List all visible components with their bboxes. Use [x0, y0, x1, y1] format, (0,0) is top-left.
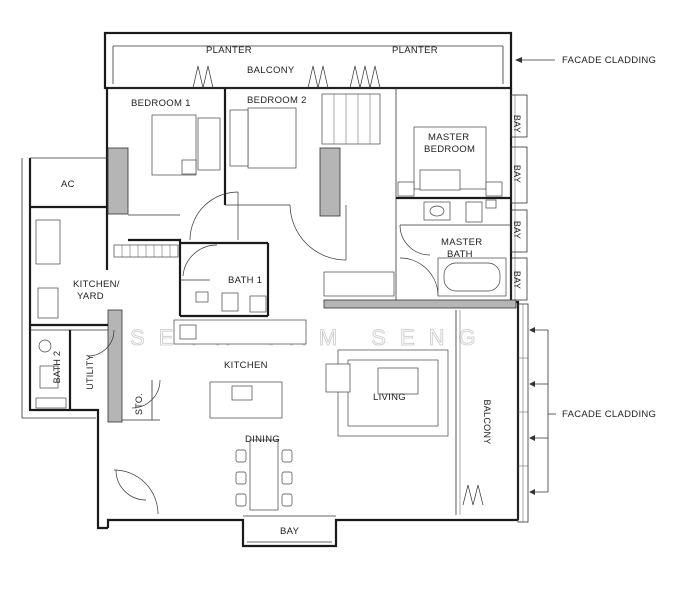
- folding-door: [192, 65, 214, 89]
- bath-2-fixtures: [35, 339, 67, 409]
- label-bath-1: BATH 1: [228, 275, 262, 286]
- bay-windows-right: [510, 94, 528, 301]
- label-facade-cladding-right: FACADE CLADDING: [562, 409, 656, 420]
- kitchen-fixtures: [173, 319, 307, 419]
- label-bay-right-3: BAY: [512, 221, 522, 239]
- label-master-bedroom-1: MASTER: [428, 132, 469, 143]
- label-facade-cladding-top: FACADE CLADDING: [562, 55, 656, 66]
- bedroom-1-furniture: [113, 114, 221, 258]
- label-kitchen-yard-1: KITCHEN/: [73, 279, 120, 290]
- label-bedroom-2: BEDROOM 2: [247, 95, 307, 106]
- structural-column: [319, 147, 341, 217]
- label-bedroom-1: BEDROOM 1: [131, 98, 191, 109]
- label-dining: DINING: [245, 434, 280, 445]
- label-utility: UTILITY: [85, 354, 95, 390]
- label-ac: AC: [61, 179, 75, 190]
- label-balcony-top: BALCONY: [247, 65, 295, 76]
- label-planter-left: PLANTER: [206, 45, 252, 56]
- master-bedroom-furniture: [397, 126, 503, 197]
- planter-area: [103, 31, 513, 90]
- doors: [87, 191, 484, 515]
- facade-cladding-top-leader: [515, 57, 555, 63]
- label-master-bedroom-2: BEDROOM: [424, 144, 475, 155]
- bedroom-2-furniture: [229, 93, 381, 169]
- label-living: LIVING: [373, 392, 406, 403]
- folding-door: [349, 65, 381, 89]
- label-planter-right: PLANTER: [392, 45, 438, 56]
- kitchen-yard-fixtures: [35, 219, 61, 319]
- dining-furniture: [235, 439, 293, 511]
- master-bath-fixtures: [323, 199, 507, 297]
- label-sto: STO.: [134, 393, 144, 415]
- structural-column: [107, 147, 129, 215]
- label-master-bath-1: MASTER: [441, 237, 482, 248]
- facade-cladding-right-leader: [529, 327, 556, 495]
- label-bay-right-4: BAY: [512, 271, 522, 289]
- living-furniture: [325, 349, 449, 437]
- label-balcony-right: BALCONY: [482, 399, 492, 444]
- structural-column: [107, 309, 123, 423]
- label-bath-2: BATH 2: [52, 351, 62, 384]
- label-master-bath-2: BATH: [447, 249, 473, 260]
- label-bay-right-2: BAY: [512, 165, 522, 183]
- label-bay-bottom: BAY: [280, 526, 300, 537]
- label-kitchen-yard-2: YARD: [77, 291, 104, 302]
- folding-door: [307, 65, 329, 89]
- internal-walls: [30, 88, 511, 515]
- label-bay-right-1: BAY: [512, 115, 522, 133]
- label-kitchen: KITCHEN: [224, 360, 268, 371]
- structural-beam: [323, 299, 517, 309]
- bath-1-fixtures: [195, 291, 267, 313]
- facade-cladding-right: [517, 303, 529, 523]
